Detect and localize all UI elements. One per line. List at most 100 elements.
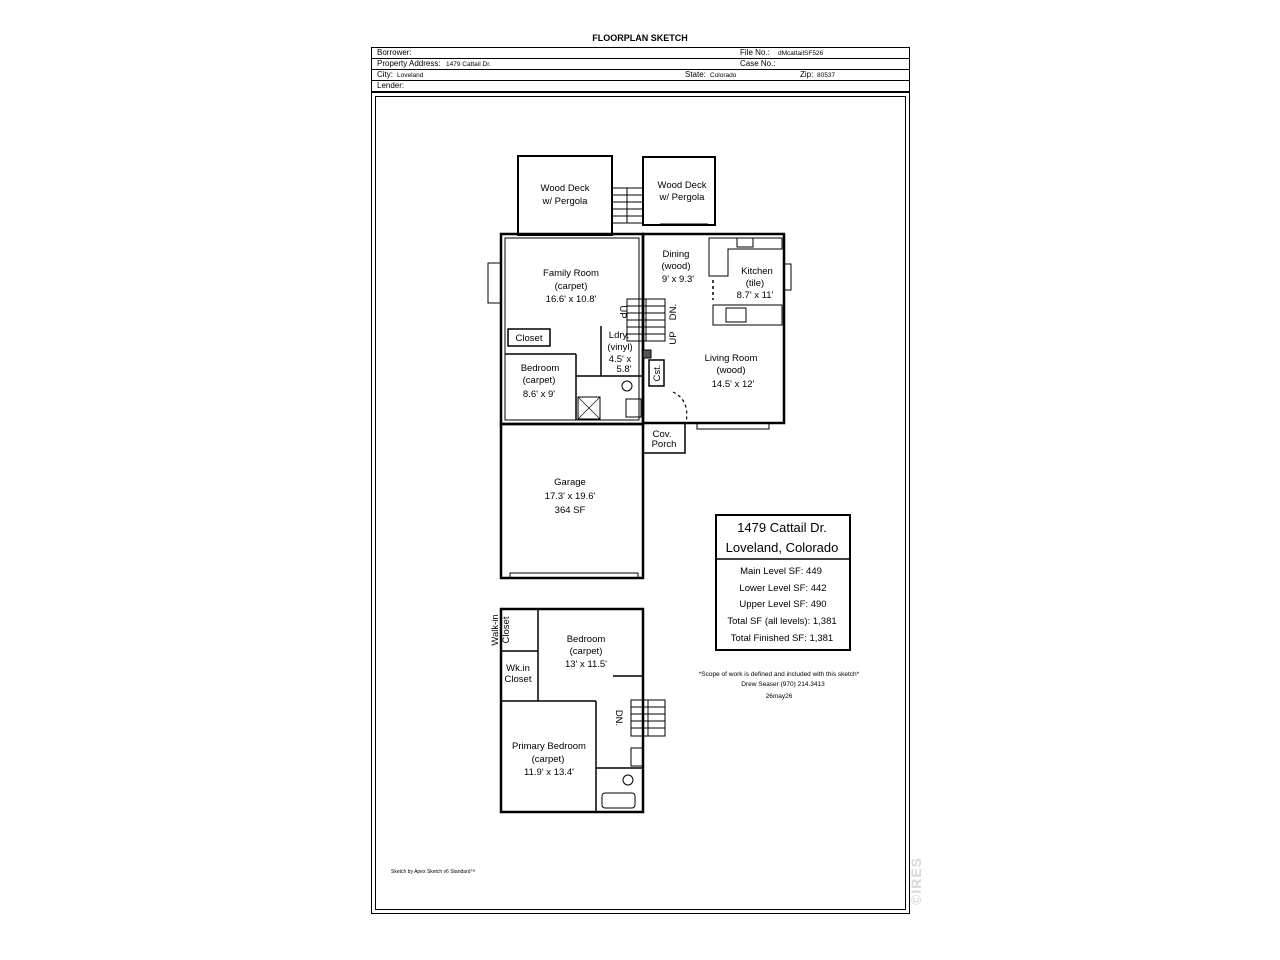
- kitchen-counter: [708, 237, 783, 277]
- bedroom-upper-label-1: Bedroom: [567, 634, 606, 645]
- zip-value: 80537: [817, 72, 836, 79]
- shower-icon: [577, 396, 601, 420]
- stair-up-label-2: UP: [668, 331, 679, 344]
- bedroom-lower-label-3: 8.6' x 9': [523, 389, 555, 400]
- header-form: Borrower: File No.: dMcattailSF526 Prope…: [371, 47, 910, 92]
- header-row-lender: Lender:: [372, 81, 909, 92]
- upper-stairs: [630, 699, 666, 737]
- bathtub-icon: [601, 792, 636, 809]
- date-note: 26may26: [766, 693, 793, 700]
- state-label: State:: [685, 70, 706, 79]
- sketch-credit: Sketch by Apex Sketch v6 Standard™: [391, 869, 476, 875]
- cst-box: [648, 359, 665, 387]
- laundry-label-3: 4.5' x: [609, 354, 632, 365]
- kitchen-island: [712, 304, 783, 326]
- bedroom-lower-label-1: Bedroom: [521, 363, 560, 374]
- garage-door: [509, 572, 639, 579]
- lower-level-inner: [504, 237, 640, 421]
- city-value: Loveland: [397, 72, 424, 79]
- ires-watermark: ©IRES: [908, 857, 924, 905]
- file-no-value: dMcattailSF526: [778, 50, 824, 57]
- family-room-label-2: (carpet): [555, 281, 588, 292]
- borrower-label: Borrower:: [377, 48, 412, 57]
- case-no-label: Case No.:: [740, 59, 776, 68]
- summary-box: [715, 514, 851, 651]
- garage-label-1: Garage: [554, 477, 586, 488]
- property-label: Property Address:: [377, 59, 441, 68]
- fireplace-icon: [487, 262, 502, 304]
- dining-label-1: Dining: [663, 249, 690, 260]
- deck-west-label-1: Wood Deck: [541, 183, 590, 194]
- summary-lower-sf: Lower Level SF: 442: [739, 583, 826, 594]
- living-room-label-2: (wood): [716, 365, 745, 376]
- bedroom-upper-label-2: (carpet): [570, 646, 603, 657]
- deck-east: [642, 156, 716, 226]
- summary-main-sf: Main Level SF: 449: [740, 566, 822, 577]
- laundry-label-4: 5.8': [616, 364, 631, 375]
- primary-bedroom-label-1: Primary Bedroom: [512, 741, 586, 752]
- dining-label-2: (wood): [661, 261, 690, 272]
- garage-label-3: 364 SF: [555, 505, 586, 516]
- sink-icon-lower: [625, 398, 642, 418]
- range-icon: [725, 307, 747, 323]
- kitchen-label-1: Kitchen: [741, 266, 773, 277]
- scope-note: *Scope of work is defined and included w…: [699, 671, 860, 678]
- state-value: Colorado: [710, 72, 737, 79]
- header-row-borrower: Borrower: File No.: dMcattailSF526: [372, 48, 909, 59]
- walkin-closet-label-1: Walk-in: [490, 614, 501, 645]
- living-room-label-3: 14.5' x 12': [712, 379, 755, 390]
- contact-note: Drew Seaser (970) 214.3413: [741, 681, 825, 688]
- wkin-closet-label-1: Wk.in: [506, 663, 530, 674]
- summary-address-line2: Loveland, Colorado: [726, 540, 839, 555]
- page-title: FLOORPLAN SKETCH: [592, 33, 688, 43]
- primary-bedroom-label-2: (carpet): [532, 754, 565, 765]
- primary-bedroom-label-3: 11.9' x 13.4': [524, 767, 574, 778]
- hvac-icon: [642, 349, 652, 359]
- header-row-city: City: Loveland State: Colorado Zip: 8053…: [372, 70, 909, 81]
- deck-west-label-2: w/ Pergola: [542, 196, 589, 207]
- walkin-closet-label-2: Closet: [501, 616, 512, 643]
- bedroom-upper-label-3: 13' x 11.5': [565, 659, 607, 670]
- porch-label-2: Porch: [652, 439, 677, 450]
- summary-upper-sf: Upper Level SF: 490: [739, 599, 826, 610]
- lender-label: Lender:: [377, 81, 405, 90]
- cst-label: Cst.: [652, 365, 663, 382]
- sink-icon-upper: [630, 747, 644, 767]
- wkin-closet-label-2: Closet: [505, 674, 532, 685]
- deck-east-label-1: Wood Deck: [658, 180, 707, 191]
- bedroom-lower-label-2: (carpet): [523, 375, 556, 386]
- property-value: 1479 Cattail Dr.: [446, 61, 491, 68]
- kitchen-label-3: 8.7' x 11': [737, 290, 774, 301]
- summary-finished-sf: Total Finished SF: 1,381: [731, 633, 833, 644]
- laundry-label-2: (vinyl): [607, 342, 632, 353]
- family-room-label-3: 16.6' x 10.8': [546, 294, 597, 305]
- upper-level-walls: [499, 607, 645, 814]
- sink-icon: [736, 237, 754, 248]
- closet-box: [507, 328, 551, 347]
- city-label: City:: [377, 70, 393, 79]
- laundry-label-1: Ldry.: [609, 330, 629, 341]
- header-row-property: Property Address: 1479 Cattail Dr. Case …: [372, 59, 909, 70]
- zip-label: Zip:: [800, 70, 814, 79]
- front-window: [696, 422, 770, 430]
- toilet-icon-upper: [622, 774, 634, 786]
- stair-down-label: DN.: [668, 304, 679, 320]
- summary-address-line1: 1479 Cattail Dr.: [737, 520, 827, 535]
- summary-total-sf: Total SF (all levels): 1,381: [727, 616, 836, 627]
- kitchen-label-2: (tile): [746, 278, 764, 289]
- kitchen-window: [783, 263, 792, 291]
- stair-up-label: UP: [617, 305, 628, 318]
- family-room-label-1: Family Room: [543, 268, 599, 279]
- sketch-frame: [371, 92, 910, 914]
- deck-east-label-2: w/ Pergola: [659, 192, 706, 203]
- interior-stairs: [626, 298, 666, 342]
- dining-label-3: 9' x 9.3': [662, 274, 694, 285]
- deck-stairs: [611, 187, 644, 224]
- file-no-label: File No.:: [740, 48, 770, 57]
- garage-label-2: 17.3' x 19.6': [545, 491, 596, 502]
- toilet-icon: [621, 380, 633, 392]
- porch-label-1: Cov.: [653, 429, 672, 440]
- living-room-label-1: Living Room: [705, 353, 758, 364]
- stair-down-label-upper: DN.: [613, 710, 624, 726]
